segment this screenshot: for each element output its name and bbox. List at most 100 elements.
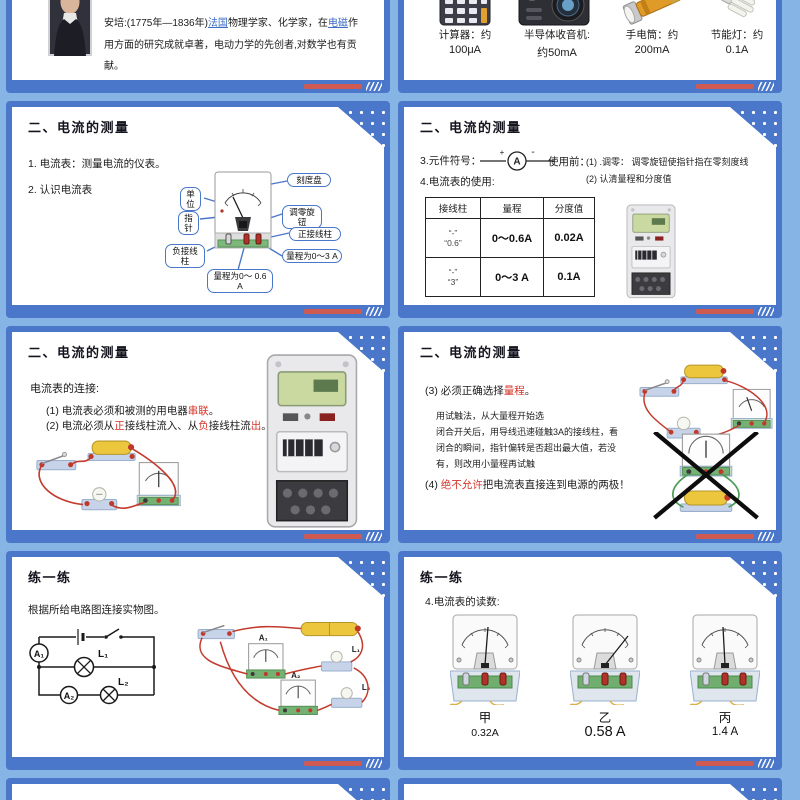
device-value: 约50mA xyxy=(537,47,577,59)
slide-partial-right[interactable] xyxy=(398,778,782,800)
bottom-accent-bar xyxy=(696,84,754,89)
trial-touch-para-2: 闭合开关后，用导线迅速碰触3A的接线柱，看 xyxy=(436,427,619,437)
rule3-pre: (3) 必须正确选择 xyxy=(425,385,504,397)
slide-device-currents[interactable]: 计算器：约 100μA 半导体收音机: 约50mA 手电筒：约 200mA 节能… xyxy=(398,0,782,93)
ammeter-circuit-symbol: A + - xyxy=(480,147,554,171)
forbidden-circuit-photo xyxy=(653,432,759,520)
radio-icon xyxy=(518,0,590,26)
col-division: 分度值 xyxy=(543,197,595,219)
meter-reading-bing: 1.4 A xyxy=(711,726,739,738)
corner-hatch-lines xyxy=(366,307,382,316)
ammeter-photo-yi xyxy=(570,614,640,705)
rule3-post: 。 xyxy=(524,385,536,397)
series-circuit-photo xyxy=(36,440,181,511)
slide-ammeter-usage[interactable]: 二、电流的测量 3.元件符号： A + - 使用前： (1) .调零： 调零旋钮… xyxy=(398,101,782,318)
usage-label: 4.电流表的使用: xyxy=(420,176,495,188)
ammeter-photo-jia xyxy=(450,614,520,705)
slide-range-selection[interactable]: 二、电流的测量 (3) 必须正确选择量程。 用试触法，从大量程开始选 闭合开关后… xyxy=(398,326,782,543)
device-value: 100μA xyxy=(448,44,482,56)
photo-label-l1: L₁ xyxy=(352,645,361,654)
slide-heading: 练一练 xyxy=(420,570,464,585)
callout-range-06a: 量程为0～ 0.6 A xyxy=(207,269,273,294)
symbol-label: 3.元件符号： xyxy=(420,155,482,167)
energy-saving-lamp-icon xyxy=(720,0,756,17)
callout-range-3a: 量程为0～3 A xyxy=(282,249,342,264)
reading-prompt: 4.电流表的读数: xyxy=(425,596,500,608)
callout-positive-terminal: 正接线柱 xyxy=(289,227,341,242)
table-row: “-”“0.6” 0～0.6A 0.02A xyxy=(425,218,595,258)
bio-mid: 物理学家、化学家，在 xyxy=(227,18,328,29)
link-france[interactable]: 法国 xyxy=(207,18,228,29)
slide-ammeter-intro[interactable]: 二、电流的测量 1. 电流表：测量电流的仪表。 2. 认识电流表 xyxy=(6,101,390,318)
ampere-portrait xyxy=(48,0,92,56)
corner-hatch-lines xyxy=(758,532,774,541)
col-range: 量程 xyxy=(480,197,544,219)
slide-heading: 二、电流的测量 xyxy=(28,345,130,360)
cell-range: 0～0.6A xyxy=(480,218,544,258)
schematic-label-l1: L₁ xyxy=(98,649,108,660)
cell-terminal: “-”“3” xyxy=(425,257,481,297)
symbol-plus: + xyxy=(500,148,505,157)
rule2-mid2: 接线柱流 xyxy=(208,420,251,432)
cell-division: 0.1A xyxy=(543,257,595,297)
corner-hatch-lines xyxy=(758,82,774,91)
rule1-pre: (1) 电流表必须和被测的用电器 xyxy=(46,405,188,417)
terminal-3: “3” xyxy=(447,277,459,287)
before-use-note-1: (1) .调零： 调零旋钮使指针指在零刻度线 xyxy=(586,157,749,167)
slide-heading: 二、电流的测量 xyxy=(420,345,522,360)
terminal-neg: “-” xyxy=(448,228,458,238)
col-terminal: 接线柱 xyxy=(425,197,481,219)
meter-reading-jia: 0.32A xyxy=(471,727,499,739)
schematic-label-l2: L₂ xyxy=(118,677,129,688)
slide-surface xyxy=(404,784,776,800)
trial-touch-para-1: 用试触法，从大量程开始选 xyxy=(436,411,545,421)
connection-subtitle: 电流表的连接: xyxy=(30,383,100,395)
rule2-out: 出 xyxy=(250,420,262,432)
bottom-accent-bar xyxy=(696,534,754,539)
meter-label-bing: 丙 xyxy=(718,711,732,725)
callout-zero-knob: 调零旋钮 xyxy=(282,205,322,230)
slide-ammeter-connection[interactable]: 二、电流的测量 电流表的连接: (1) 电流表必须和被测的用电器串联。 (2) … xyxy=(6,326,390,543)
callout-dial: 刻度盘 xyxy=(287,173,331,188)
bottom-accent-bar xyxy=(696,761,754,766)
bio-pre: 安培:(1775年—1836年) xyxy=(104,18,208,29)
rule2-pre: (2) 电流必须从 xyxy=(46,420,115,432)
ampere-bio-text: 安培:(1775年—1836年)法国物理学家、化学家，在电磁作用方面的研究成就卓… xyxy=(104,13,362,78)
link-electromagnetic[interactable]: 电磁 xyxy=(327,18,348,29)
terminal-06: “0.6” xyxy=(444,238,462,248)
intro-line-2: 2. 认识电流表 xyxy=(28,184,93,196)
slide-practice-reading[interactable]: 练一练 4.电流表的读数: xyxy=(398,551,782,770)
rule-4: (4) 绝不允许把电流表直接连到电源的两极！ xyxy=(425,478,630,492)
photo-label-a1: A₁ xyxy=(259,634,269,643)
rule2-negative: 负 xyxy=(198,420,209,432)
cell-terminal: “-”“0.6” xyxy=(425,218,481,258)
slide-ampere-bio[interactable]: 安培:(1775年—1836年)法国物理学家、化学家，在电磁作用方面的研究成就卓… xyxy=(6,0,390,93)
device-caption: 节能灯：约 xyxy=(710,29,764,41)
device-value: 0.1A xyxy=(725,44,749,56)
trial-touch-para-4: 有，则改用小量程再试触 xyxy=(436,459,536,469)
bottom-accent-bar xyxy=(304,84,362,89)
before-use-label: 使用前： xyxy=(548,156,590,168)
trial-touch-para-3: 闭合的瞬间，指针偏转是否超出最大值，若没 xyxy=(436,443,617,453)
callout-unit: 单位 xyxy=(180,187,201,212)
rule1-series: 串联 xyxy=(187,405,209,417)
slide-heading: 二、电流的测量 xyxy=(420,120,522,135)
energy-meter-photo xyxy=(626,204,676,299)
range-division-table: 接线柱 量程 分度值 “-”“0.6” 0～0.6A 0.02A “-”“3” … xyxy=(425,197,595,297)
symbol-minus: - xyxy=(531,147,534,158)
slide-practice-circuit[interactable]: 练一练 根据所给电路图连接实物图。 A₁ xyxy=(6,551,390,770)
device-caption: 手电筒：约 xyxy=(625,29,679,41)
bottom-accent-bar xyxy=(304,761,362,766)
slide-heading: 二、电流的测量 xyxy=(28,120,130,135)
intro-line-1: 1. 电流表：测量电流的仪表。 xyxy=(28,158,166,170)
device-caption: 计算器：约 xyxy=(438,29,492,41)
schematic-label-a1: A₁ xyxy=(34,649,44,659)
meter-label-yi: 乙 xyxy=(598,711,612,725)
rule2-mid1: 接线柱流入、从 xyxy=(124,420,199,432)
corner-hatch-lines xyxy=(366,759,382,768)
slide-partial-left[interactable] xyxy=(6,778,390,800)
connection-rule-1: (1) 电流表必须和被测的用电器串联。 xyxy=(46,404,219,418)
meter-label-jia: 甲 xyxy=(478,711,492,725)
connection-rule-2: (2) 电流必须从正接线柱流入、从负接线柱流出。 xyxy=(46,419,272,433)
